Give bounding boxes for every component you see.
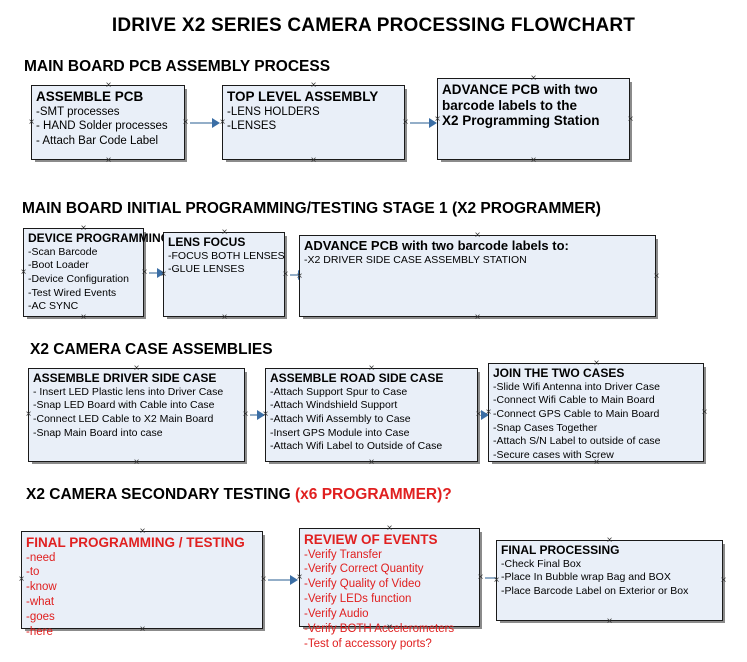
page-title: IDRIVE X2 SERIES CAMERA PROCESSING FLOWC… bbox=[111, 15, 636, 36]
node-line: -GLUE LENSES bbox=[168, 263, 245, 276]
node-line: -Connect Wifi Cable to Main Board bbox=[493, 394, 655, 407]
node-line: -Connect LED Cable to X2 Main Board bbox=[33, 413, 214, 426]
section-heading-text: X2 CAMERA CASE ASSEMBLIES bbox=[30, 341, 273, 358]
node-line: -Snap LED Board with Cable into Case bbox=[33, 399, 215, 412]
node-header: ASSEMBLE PCB bbox=[36, 89, 144, 104]
node-line: -Verify LEDs function bbox=[304, 593, 412, 606]
node-line: - Attach Bar Code Label bbox=[36, 135, 159, 148]
node-header: TOP LEVEL ASSEMBLY bbox=[227, 89, 379, 104]
node-advance-pcb-driver-side-case[interactable]: ADVANCE PCB with two barcode labels to: … bbox=[299, 235, 656, 317]
node-line: -Slide Wifi Antenna into Driver Case bbox=[493, 380, 660, 393]
node-line: - HAND Solder processes bbox=[36, 120, 168, 133]
node-header: ADVANCE PCB with two barcode labels to: bbox=[304, 238, 569, 253]
node-header: ADVANCE PCB with two bbox=[442, 82, 598, 97]
node-line: -Boot Loader bbox=[28, 259, 89, 272]
node-header: REVIEW OF EVENTS bbox=[304, 532, 438, 547]
node-line: -FOCUS BOTH LENSES bbox=[168, 249, 285, 262]
connector-top-level-to-advance-pcb bbox=[410, 122, 432, 124]
node-device-programming[interactable]: DEVICE PROGRAMMING -Scan Barcode -Boot L… bbox=[23, 228, 171, 317]
section-heading-note: (x6 PROGRAMMER)? bbox=[295, 486, 452, 503]
section-heading-main-board-pcb-assembly: MAIN BOARD PCB ASSEMBLY PROCESS bbox=[24, 58, 330, 76]
node-line: -Snap Cases Together bbox=[493, 421, 598, 434]
connector-driver-case-to-road-case bbox=[250, 414, 260, 416]
node-assemble-pcb[interactable]: ASSEMBLE PCB -SMT processes - HAND Solde… bbox=[31, 85, 185, 160]
section-heading-text: MAIN BOARD INITIAL PROGRAMMING/TESTING S… bbox=[22, 200, 601, 217]
node-line: -Secure cases with Screw bbox=[493, 449, 614, 461]
connector-lens-focus-to-advance-pcb bbox=[290, 274, 302, 276]
node-line: -Device Configuration bbox=[28, 273, 129, 286]
node-join-the-two-cases[interactable]: JOIN THE TWO CASES -Slide Wifi Antenna i… bbox=[488, 363, 704, 462]
node-line: -X2 DRIVER SIDE CASE ASSEMBLY STATION bbox=[304, 253, 527, 266]
node-line: -SMT processes bbox=[36, 105, 120, 118]
node-line: -Attach Windshield Support bbox=[270, 399, 398, 412]
node-line: -Test Wired Events bbox=[28, 286, 117, 299]
node-line: -Attach Support Spur to Case bbox=[270, 385, 408, 398]
node-top-level-assembly[interactable]: TOP LEVEL ASSEMBLY -LENS HOLDERS -LENSES bbox=[222, 85, 405, 160]
node-line: -AC SYNC bbox=[28, 300, 79, 313]
arrowhead-icon bbox=[290, 575, 298, 585]
node-line-overflow: -Test of accessory ports? bbox=[304, 638, 432, 651]
node-line: -Insert GPS Module into Case bbox=[270, 426, 410, 439]
node-line: - Insert LED Plastic lens into Driver Ca… bbox=[33, 385, 224, 398]
node-final-processing[interactable]: FINAL PROCESSING -Check Final Box -Place… bbox=[496, 540, 723, 621]
node-line: -Verify Audio bbox=[304, 608, 369, 621]
node-review-of-events[interactable]: REVIEW OF EVENTS -Verify Transfer -Verif… bbox=[299, 528, 480, 650]
node-line: -Snap Main Board into case bbox=[33, 426, 163, 439]
node-header: DEVICE PROGRAMMING bbox=[28, 231, 171, 245]
node-line: -what bbox=[26, 596, 55, 609]
section-heading-x2-camera-secondary-testing: X2 CAMERA SECONDARY TESTING (x6 PROGRAMM… bbox=[26, 486, 452, 504]
node-lens-focus[interactable]: LENS FOCUS -FOCUS BOTH LENSES -GLUE LENS… bbox=[163, 232, 285, 317]
section-heading-text: MAIN BOARD PCB ASSEMBLY PROCESS bbox=[24, 58, 331, 75]
node-line: -Scan Barcode bbox=[28, 245, 98, 258]
node-line: -Connect GPS Cable to Main Board bbox=[493, 408, 660, 421]
node-line: -LENS HOLDERS bbox=[227, 105, 320, 118]
node-header: ASSEMBLE DRIVER SIDE CASE bbox=[33, 371, 217, 385]
node-line: -Attach S/N Label to outside of case bbox=[493, 435, 661, 448]
node-advance-pcb-programming-station[interactable]: ADVANCE PCB with two barcode labels to t… bbox=[437, 78, 630, 160]
node-line: X2 Programming Station bbox=[442, 113, 600, 129]
node-line: -here bbox=[26, 626, 53, 639]
node-line: barcode labels to the bbox=[442, 97, 578, 113]
arrowhead-icon bbox=[429, 118, 437, 128]
node-header: ASSEMBLE ROAD SIDE CASE bbox=[270, 371, 444, 385]
node-assemble-driver-side-case[interactable]: ASSEMBLE DRIVER SIDE CASE - Insert LED P… bbox=[28, 368, 245, 462]
node-line: -know bbox=[26, 581, 57, 594]
node-header: JOIN THE TWO CASES bbox=[493, 366, 625, 380]
node-line: -Place Barcode Label on Exterior or Box bbox=[501, 585, 689, 598]
node-line: -Check Final Box bbox=[501, 557, 581, 570]
node-line: -Verify Correct Quantity bbox=[304, 563, 424, 576]
connector-device-programming-to-lens-focus bbox=[149, 272, 160, 274]
section-heading-text: X2 CAMERA SECONDARY TESTING bbox=[26, 486, 295, 503]
arrowhead-icon bbox=[157, 268, 165, 278]
arrowhead-icon bbox=[257, 410, 265, 420]
node-line: -Attach Wifi Label to Outside of Case bbox=[270, 440, 443, 453]
section-heading-main-board-initial-programming: MAIN BOARD INITIAL PROGRAMMING/TESTING S… bbox=[22, 200, 601, 218]
node-line: -Verify BOTH Accelerometers bbox=[304, 623, 455, 636]
section-heading-x2-camera-case-assemblies: X2 CAMERA CASE ASSEMBLIES bbox=[30, 341, 273, 359]
connector-assemble-pcb-to-top-level bbox=[190, 122, 214, 124]
node-assemble-road-side-case[interactable]: ASSEMBLE ROAD SIDE CASE -Attach Support … bbox=[265, 368, 478, 462]
arrowhead-icon bbox=[481, 410, 489, 420]
node-line: -LENSES bbox=[227, 120, 277, 133]
node-line: -Verify Transfer bbox=[304, 548, 382, 561]
node-line: -Attach Wifi Assembly to Case bbox=[270, 413, 411, 426]
connector-final-programming-to-review-of-events bbox=[268, 579, 292, 581]
node-final-programming-testing[interactable]: FINAL PROGRAMMING / TESTING -need -to -k… bbox=[21, 531, 263, 638]
node-line: -need bbox=[26, 551, 56, 564]
node-header: FINAL PROGRAMMING / TESTING bbox=[26, 535, 245, 550]
node-line: -goes bbox=[26, 611, 55, 624]
node-line: -Place In Bubble wrap Bag and BOX bbox=[501, 571, 671, 584]
node-line: -Verify Quality of Video bbox=[304, 578, 421, 591]
arrowhead-icon bbox=[212, 118, 220, 128]
node-header: FINAL PROCESSING bbox=[501, 543, 620, 557]
node-line: -to bbox=[26, 566, 40, 579]
node-header: LENS FOCUS bbox=[168, 235, 246, 249]
